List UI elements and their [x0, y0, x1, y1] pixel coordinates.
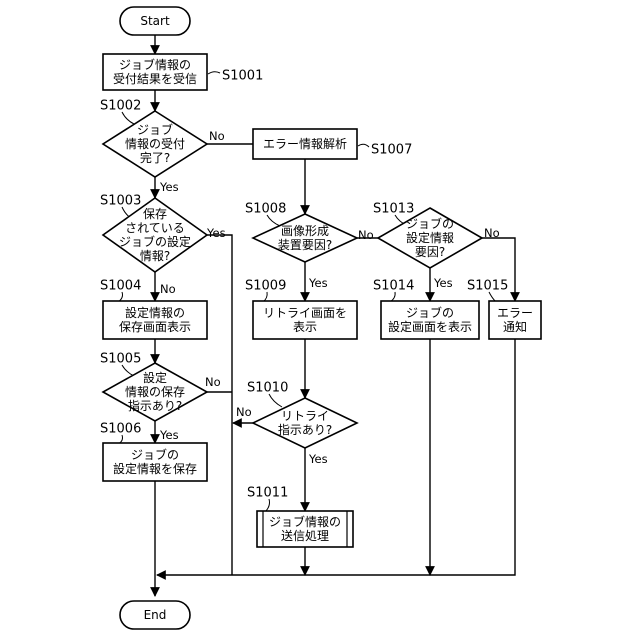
- branch-label-e1010-no: No: [236, 405, 252, 419]
- step-label-s1009: S1009: [245, 279, 286, 294]
- step-label-s1005: S1005: [100, 352, 141, 367]
- step-label-s1011: S1011: [247, 486, 288, 501]
- n1008-label-line: 装置要因?: [278, 238, 332, 252]
- n1005-label-line: 情報の保存: [125, 385, 185, 399]
- n1007-label-line: エラー情報解析: [263, 137, 347, 151]
- end-label-line: End: [144, 608, 167, 622]
- n1010-label-line: 指示あり?: [278, 422, 332, 437]
- step-leader-s1001: [208, 72, 220, 74]
- node-n1011: ジョブ情報の送信処理: [257, 511, 353, 547]
- node-n1002: ジョブ情報の受付完了?: [103, 111, 207, 177]
- n1006-label-line: ジョブの: [131, 447, 179, 462]
- n1004-label-line: 設定情報の: [125, 305, 185, 320]
- node-n1003: 保存されているジョブの設定情報?: [103, 198, 207, 272]
- step-leader-s1008: [267, 215, 280, 226]
- node-n1004: 設定情報の保存画面表示: [103, 301, 207, 339]
- n1003-label-line: ジョブの設定: [119, 234, 191, 249]
- n1002-label-line: ジョブ: [137, 122, 173, 137]
- n1001-label-line: 受付結果を受信: [113, 72, 197, 86]
- n1015-label-line: 通知: [503, 320, 527, 334]
- flow-nodes: Startジョブ情報の受付結果を受信ジョブ情報の受付完了?保存されているジョブの…: [103, 7, 541, 629]
- n1006-label-line: 設定情報を保存: [113, 461, 197, 476]
- n1008-label-line: 画像形成: [281, 224, 329, 238]
- n1011-label-line: 送信処理: [281, 528, 329, 543]
- node-n1010: リトライ指示あり?: [253, 398, 357, 448]
- step-leader-s1002: [122, 112, 134, 124]
- step-label-s1001: S1001: [222, 69, 263, 84]
- n1002-label-line: 情報の受付: [125, 137, 185, 151]
- step-label-s1010: S1010: [247, 381, 288, 396]
- n1015-label-line: エラー: [497, 306, 533, 320]
- step-label-s1006: S1006: [100, 422, 141, 437]
- n1014-label-line: ジョブの: [406, 305, 454, 320]
- branch-label-e1013-yes: Yes: [433, 276, 453, 290]
- n1013-label-line: 要因?: [415, 245, 445, 259]
- node-n1005: 設定情報の保存指示あり?: [103, 363, 207, 421]
- step-label-s1002: S1002: [100, 99, 141, 114]
- node-n1008: 画像形成装置要因?: [253, 214, 357, 262]
- step-leader-s1005: [122, 365, 134, 376]
- n1003-label-line: されている: [125, 221, 185, 235]
- step-label-s1014: S1014: [373, 279, 414, 294]
- branch-label-e1003-no: No: [160, 282, 176, 296]
- n1014-label-line: 設定画面を表示: [388, 319, 472, 334]
- n1003-label-line: 情報?: [140, 249, 170, 263]
- step-label-s1003: S1003: [100, 194, 141, 209]
- branch-label-e1003-yes: Yes: [206, 226, 226, 240]
- node-n1007: エラー情報解析: [253, 129, 357, 159]
- n1005-label-line: 設定: [143, 370, 167, 385]
- n1001-label-line: ジョブ情報の: [119, 57, 191, 72]
- n1011-label-line: ジョブ情報の: [269, 514, 341, 529]
- node-end: End: [120, 601, 190, 629]
- branch-label-e1002-no: No: [209, 129, 225, 143]
- n1002-label-line: 完了?: [140, 150, 170, 165]
- branch-label-e1005-yes: Yes: [159, 428, 179, 442]
- n1009-label-line: リトライ画面を: [263, 306, 347, 320]
- step-leader-s1011: [265, 499, 270, 512]
- step-leader-s1007: [358, 144, 369, 147]
- node-start: Start: [120, 7, 190, 35]
- n1013-label-line: ジョブの: [406, 216, 454, 231]
- branch-label-e1008-no: No: [358, 228, 374, 242]
- step-label-s1008: S1008: [245, 202, 286, 217]
- branch-label-e1005-no: No: [205, 375, 221, 389]
- step-label-s1015: S1015: [467, 279, 508, 294]
- branch-label-e1010-yes: Yes: [308, 452, 328, 466]
- step-label-s1004: S1004: [100, 279, 141, 294]
- connector-n1003-yes: [207, 235, 232, 575]
- n1003-label-line: 保存: [143, 207, 167, 221]
- node-n1001: ジョブ情報の受付結果を受信: [103, 54, 207, 90]
- n1010-label-line: リトライ: [281, 409, 329, 423]
- node-n1009: リトライ画面を表示: [253, 301, 357, 339]
- n1004-label-line: 保存画面表示: [119, 320, 191, 334]
- start-label-line: Start: [140, 14, 170, 28]
- branch-label-e1002-yes: Yes: [159, 180, 179, 194]
- step-label-s1007: S1007: [371, 143, 412, 158]
- node-n1006: ジョブの設定情報を保存: [103, 443, 207, 481]
- step-label-s1013: S1013: [373, 202, 414, 217]
- n1005-label-line: 指示あり?: [128, 398, 182, 413]
- n1013-label-line: 設定情報: [406, 230, 454, 245]
- branch-label-e1013-no: No: [484, 226, 500, 240]
- node-n1015: エラー通知: [489, 301, 541, 339]
- branch-label-e1008-yes: Yes: [308, 276, 328, 290]
- node-n1013: ジョブの設定情報要因?: [378, 208, 482, 268]
- step-leader-s1010: [269, 394, 282, 407]
- node-n1014: ジョブの設定画面を表示: [381, 301, 479, 339]
- n1009-label-line: 表示: [293, 320, 317, 334]
